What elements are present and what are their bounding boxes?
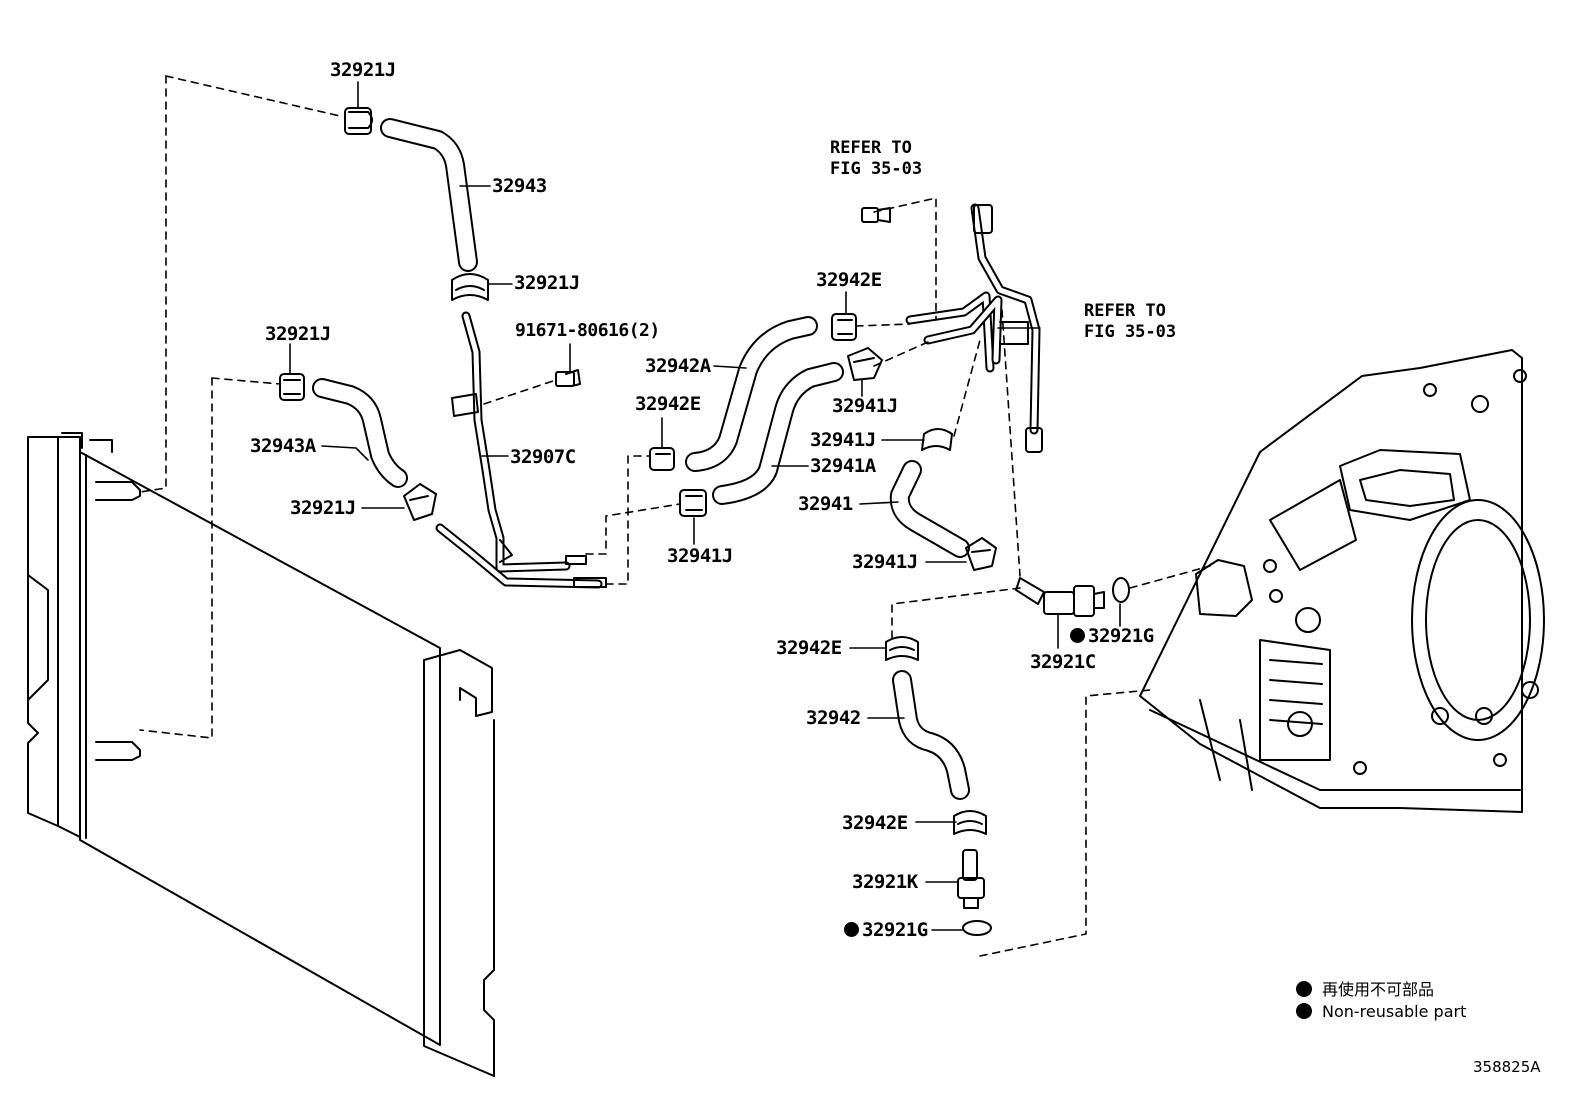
legend-dot-icon [1296, 981, 1312, 997]
label-32941J-3: 32941J [667, 545, 733, 567]
clamp-32941J-b [679, 489, 707, 517]
clamp-32941J-a [847, 347, 883, 381]
label-32921J-4: 32921J [290, 497, 356, 519]
hose-32941 [889, 460, 970, 558]
clamp-32921J-left [279, 373, 305, 401]
label-32942E-1: 32942E [816, 269, 882, 291]
label-32921K: 32921K [852, 871, 918, 893]
union-32921C [1015, 577, 1105, 617]
radiator [27, 432, 495, 1077]
clamp-32921J-mid [451, 273, 489, 301]
label-91671-80616: 91671-80616(2) [515, 320, 660, 341]
label-32907C: 32907C [510, 446, 576, 468]
clamp-32941J-c [921, 428, 953, 451]
refer-note-top: REFER TO FIG 35-03 [830, 138, 922, 180]
dashed-leaders [139, 75, 1211, 957]
non-reusable-dot [844, 922, 859, 937]
refer-line-1: REFER TO [830, 138, 912, 158]
clamp-32942E-d [953, 810, 987, 835]
clamp-32921J-low [403, 483, 437, 521]
refer-line-1: REFER TO [1084, 301, 1166, 321]
clamp-32942E-c [885, 636, 919, 661]
bolt-refer-top [861, 207, 891, 223]
bolt-91671 [555, 369, 581, 387]
label-32943A: 32943A [250, 435, 316, 457]
pipe-32907C [435, 311, 607, 589]
legend: 再使用不可部品 Non-reusable part [1296, 976, 1466, 1028]
hose-32943 [380, 118, 478, 272]
oring-32921G-lower [962, 920, 992, 936]
label-32921J-2: 32921J [514, 272, 580, 294]
refer-line-2: FIG 35-03 [830, 159, 923, 179]
label-32941J-2: 32941J [810, 429, 876, 451]
union-32921K [957, 849, 985, 909]
clamp-32941J-d [965, 537, 997, 571]
refer-note-right: REFER TO FIG 35-03 [1084, 301, 1176, 343]
refer-line-2: FIG 35-03 [1084, 322, 1177, 342]
hose-32942A [685, 316, 818, 472]
label-32942E-2: 32942E [635, 393, 701, 415]
legend-row-jp: 再使用不可部品 [1296, 976, 1466, 1002]
label-32941J-1: 32941J [832, 395, 898, 417]
hose-32941A [712, 362, 844, 505]
label-32921J-1: 32921J [330, 59, 396, 81]
legend-dot-icon [1296, 1003, 1312, 1019]
label-32941A: 32941A [810, 455, 876, 477]
clamp-32921J-top [344, 107, 373, 135]
diagram-code: 358825A [1473, 1058, 1541, 1076]
label-32941: 32941 [798, 493, 853, 515]
label-32921J-3: 32921J [265, 323, 331, 345]
label-32942A: 32942A [645, 355, 711, 377]
solid-leaders [289, 81, 1121, 931]
label-32921G-2: 32921G [844, 920, 928, 940]
hose-32942 [892, 670, 970, 800]
label-32943: 32943 [492, 175, 547, 197]
oil-cooler-pipes [905, 203, 1043, 453]
non-reusable-dot [1070, 628, 1085, 643]
legend-row-en: Non-reusable part [1296, 1002, 1466, 1028]
label-32942: 32942 [806, 707, 861, 729]
label-32941J-4: 32941J [852, 551, 918, 573]
label-32942E-3: 32942E [776, 637, 842, 659]
oring-32921G-upper [1112, 577, 1130, 603]
transaxle-case [1139, 349, 1545, 813]
label-32921G-1: 32921G [1070, 626, 1154, 646]
hose-32943A [312, 378, 408, 488]
clamp-32942E-b [649, 447, 675, 471]
label-32942E-4: 32942E [842, 812, 908, 834]
label-32921C: 32921C [1030, 651, 1096, 673]
clamp-32942E-a [831, 313, 857, 341]
